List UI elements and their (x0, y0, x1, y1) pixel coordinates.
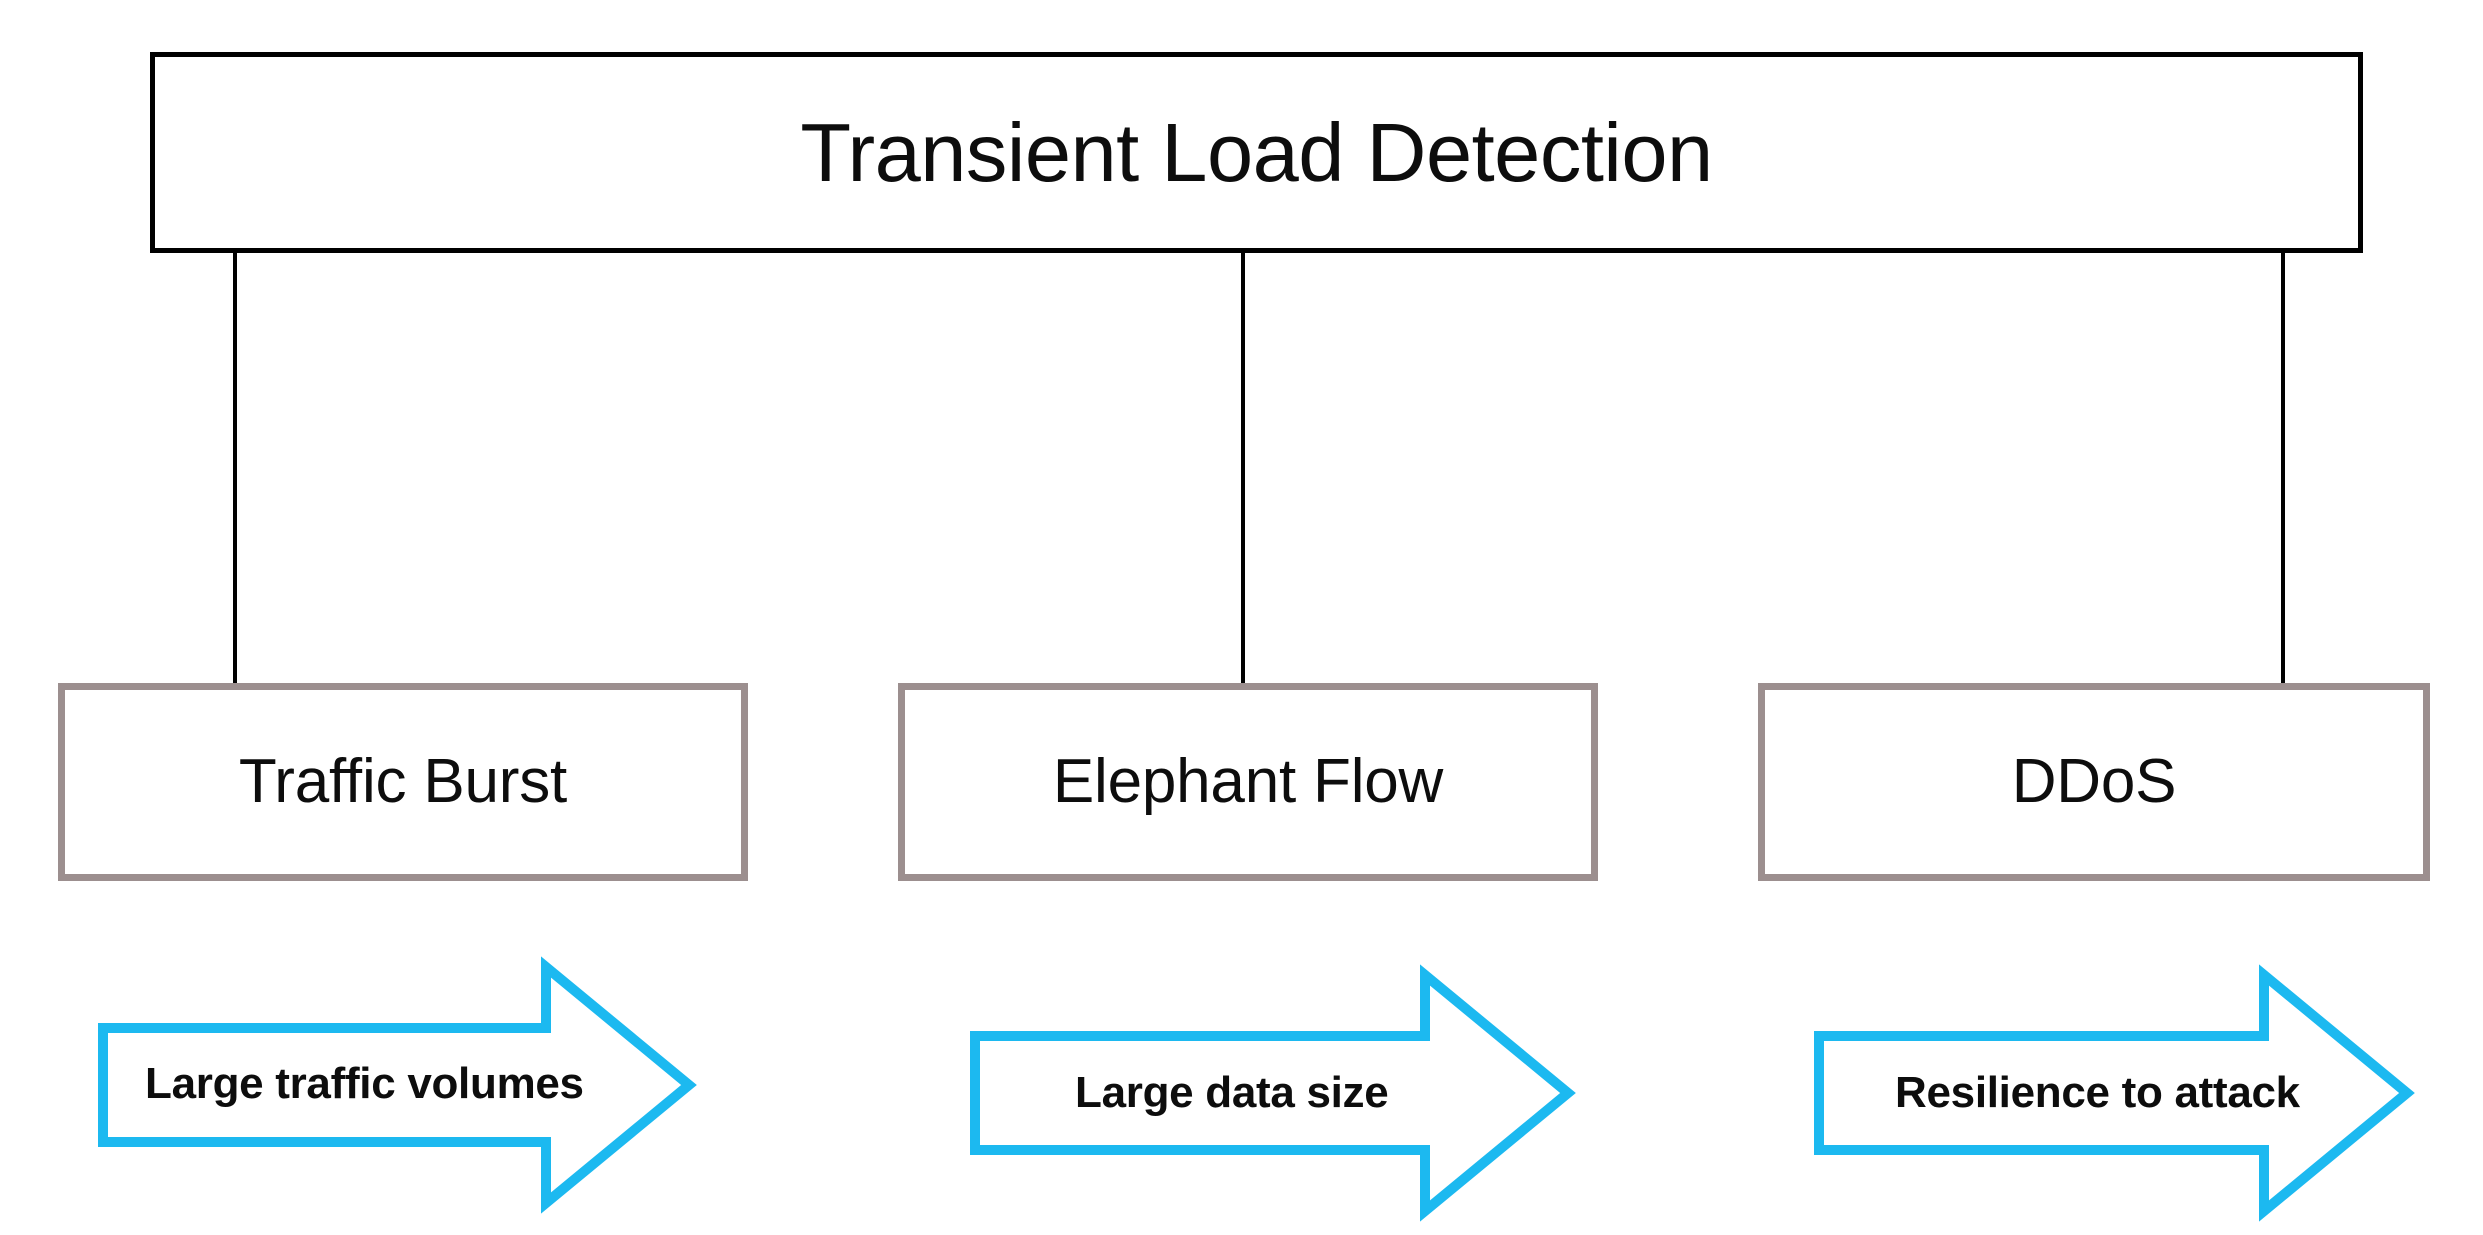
connector-line-ddos (2281, 253, 2285, 685)
connector-line-traffic-burst (233, 253, 237, 685)
callout-label-resilience-to-attack: Resilience to attack (1895, 1068, 2300, 1117)
connector-line-elephant-flow (1241, 253, 1245, 685)
node-elephant-flow[interactable]: Elephant Flow (898, 683, 1598, 881)
node-ddos[interactable]: DDoS (1758, 683, 2430, 881)
node-transient-load-detection[interactable]: Transient Load Detection (150, 52, 2363, 253)
node-traffic-burst[interactable]: Traffic Burst (58, 683, 748, 881)
node-label-traffic-burst: Traffic Burst (238, 747, 568, 816)
callout-label-large-traffic-volumes: Large traffic volumes (145, 1059, 584, 1108)
callout-label-large-data-size: Large data size (1075, 1068, 1389, 1117)
right-arrow-icon (1814, 964, 2415, 1222)
node-label-elephant-flow: Elephant Flow (1052, 747, 1444, 816)
right-arrow-icon (98, 956, 697, 1214)
callout-arrow-large-data-size[interactable] (970, 964, 1576, 1222)
right-arrow-icon (970, 964, 1576, 1222)
callout-arrow-resilience-to-attack[interactable] (1814, 964, 2415, 1222)
callout-arrow-large-traffic-volumes[interactable] (98, 956, 697, 1214)
node-label-root: Transient Load Detection (800, 106, 1713, 199)
node-label-ddos: DDoS (2011, 747, 2177, 816)
